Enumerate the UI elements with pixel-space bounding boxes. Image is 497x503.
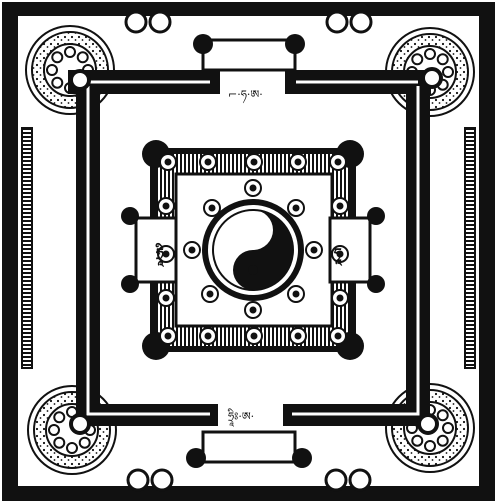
bottom-gate	[186, 432, 312, 468]
right-side-panel	[465, 128, 475, 368]
rosette	[332, 290, 348, 306]
rosette	[330, 328, 346, 344]
rosette	[245, 302, 261, 318]
top-gate	[193, 34, 305, 70]
rosette	[158, 198, 174, 214]
rosette	[158, 290, 174, 306]
left-side-panel	[22, 128, 32, 368]
rosette	[184, 242, 200, 258]
rosette	[288, 200, 304, 216]
rosette	[306, 242, 322, 258]
rosette	[160, 328, 176, 344]
rosette	[200, 154, 216, 170]
rosette	[330, 154, 346, 170]
rosette	[290, 154, 306, 170]
rosette	[245, 180, 261, 196]
rosette	[202, 286, 218, 302]
rosette	[246, 328, 262, 344]
rosette	[246, 154, 262, 170]
rosette	[200, 328, 216, 344]
rosette	[160, 154, 176, 170]
rosette	[332, 198, 348, 214]
rosette	[288, 286, 304, 302]
rosette	[290, 328, 306, 344]
